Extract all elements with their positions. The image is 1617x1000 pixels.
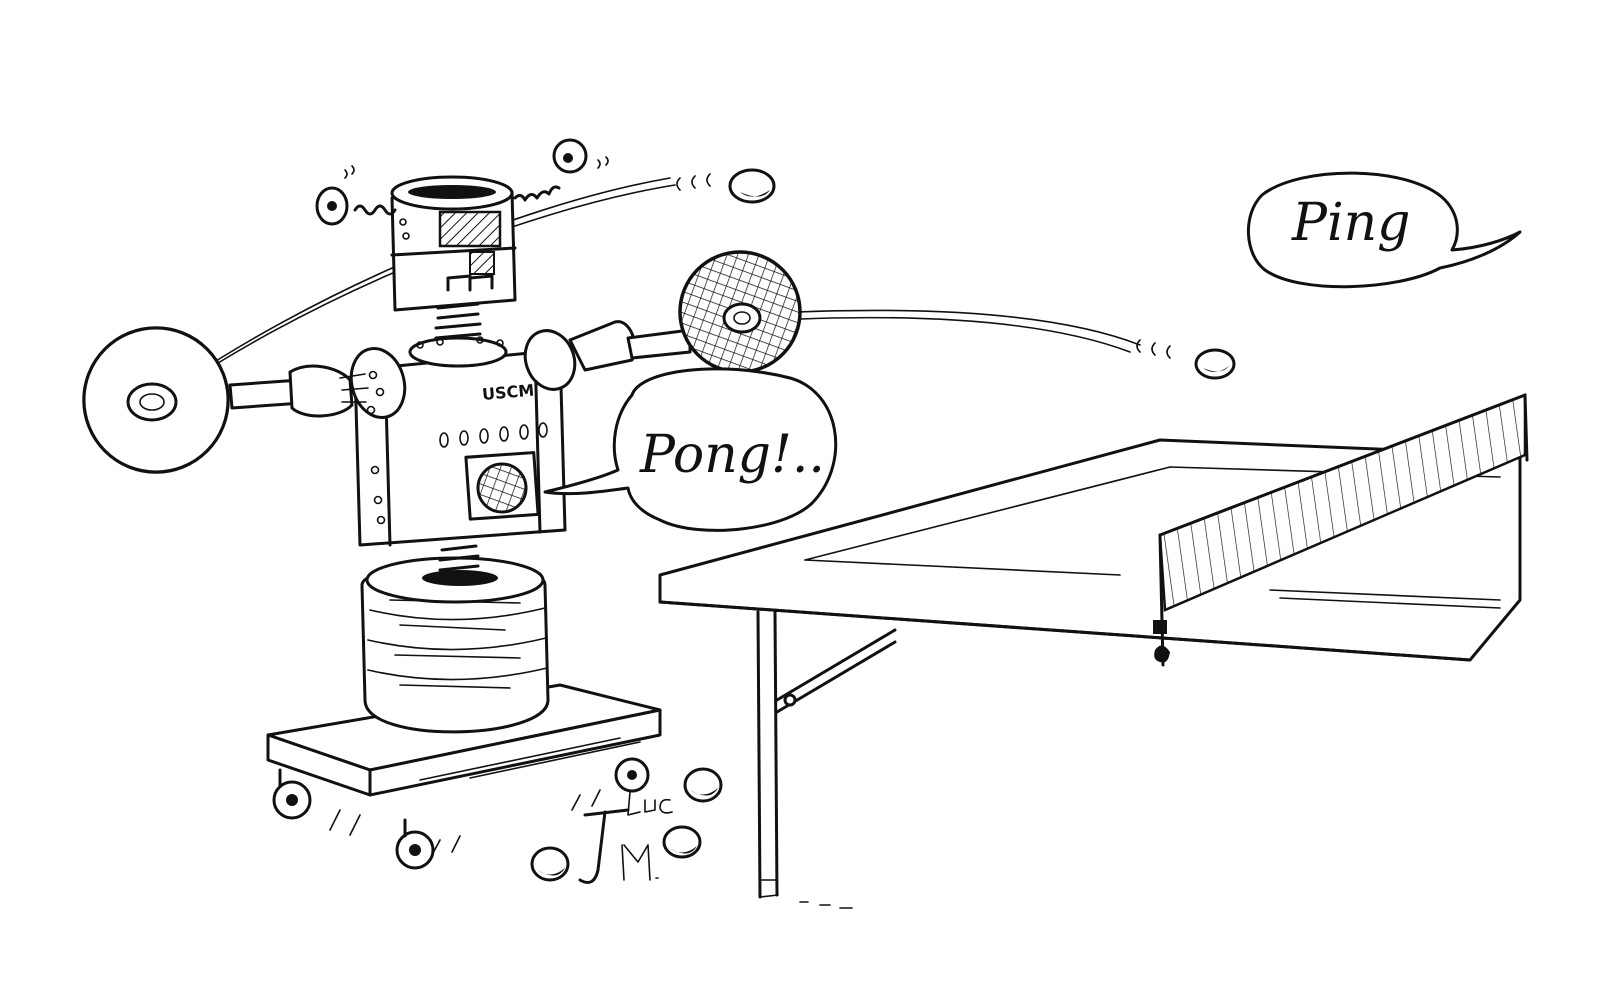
pong-text: Pong!.. [639, 425, 825, 485]
ping-text: Ping [1291, 193, 1410, 253]
robot-chest-label: USCM [481, 380, 535, 403]
ping-pong-ball-right [1194, 348, 1236, 380]
robot-bellows [360, 556, 550, 734]
robot-right-arm-paddle [568, 250, 802, 374]
speech-bubble-pong: Pong!.. [543, 367, 838, 532]
robot: USCM [82, 138, 802, 870]
artist-signature [578, 791, 673, 884]
speech-bubble-ping: Ping [1247, 171, 1522, 289]
robot-head [315, 138, 588, 312]
ping-pong-ball-top [728, 168, 776, 204]
robot-torso: USCM [349, 329, 577, 547]
robot-left-arm-paddle [82, 326, 369, 474]
floor-balls [530, 767, 853, 909]
ping-pong-table [658, 393, 1529, 899]
